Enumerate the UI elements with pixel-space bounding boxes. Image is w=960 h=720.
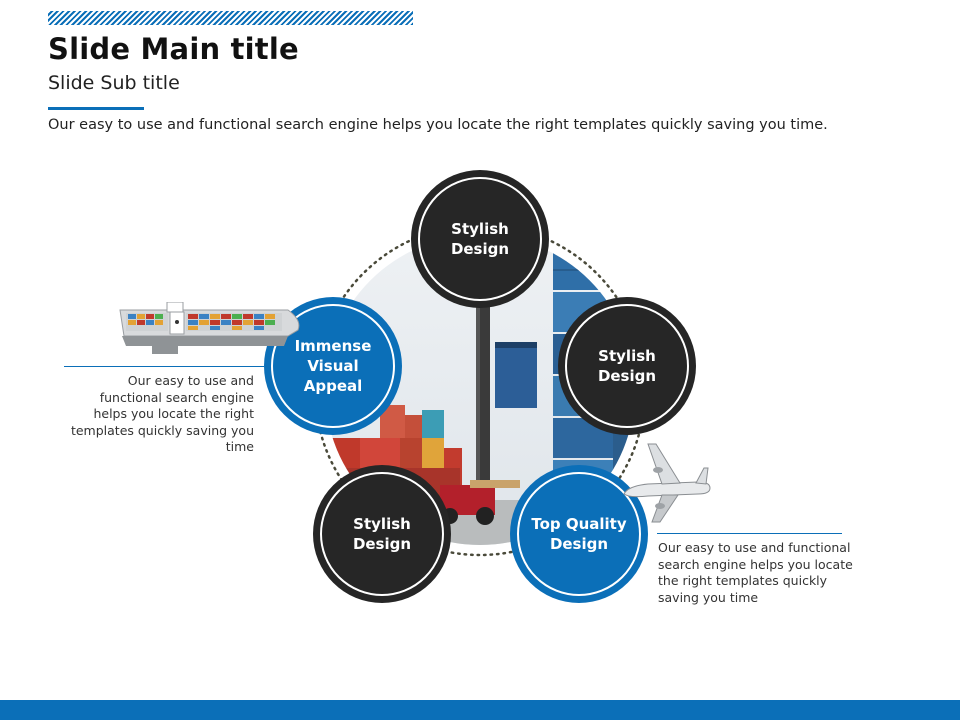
- node-label: Stylish Design: [320, 472, 444, 596]
- intro-text: Our easy to use and functional search en…: [48, 117, 828, 133]
- node-label: Stylish Design: [565, 304, 689, 428]
- right-note-text: Our easy to use and functional search en…: [658, 540, 853, 605]
- slide-main-title: Slide Main title: [48, 32, 299, 66]
- node-right-stylish-design[interactable]: Stylish Design: [558, 297, 696, 435]
- node-bottom-left-stylish-design[interactable]: Stylish Design: [313, 465, 451, 603]
- node-top-stylish-design[interactable]: Stylish Design: [411, 170, 549, 308]
- airplane-icon: [623, 443, 711, 523]
- node-top-quality-design[interactable]: Top Quality Design: [510, 465, 648, 603]
- slide-sub-title: Slide Sub title: [48, 72, 180, 94]
- left-note-text: Our easy to use and functional search en…: [70, 373, 254, 454]
- right-note-line: [657, 533, 842, 534]
- left-note-line: [64, 366, 264, 367]
- node-label: Immense Visual Appeal: [271, 304, 395, 428]
- cargo-ship-icon: [119, 302, 300, 354]
- node-label: Stylish Design: [418, 177, 542, 301]
- title-accent-line: [48, 107, 144, 110]
- footer-bar: [0, 700, 960, 720]
- header-hatch-decoration: [48, 11, 413, 25]
- node-label: Top Quality Design: [517, 472, 641, 596]
